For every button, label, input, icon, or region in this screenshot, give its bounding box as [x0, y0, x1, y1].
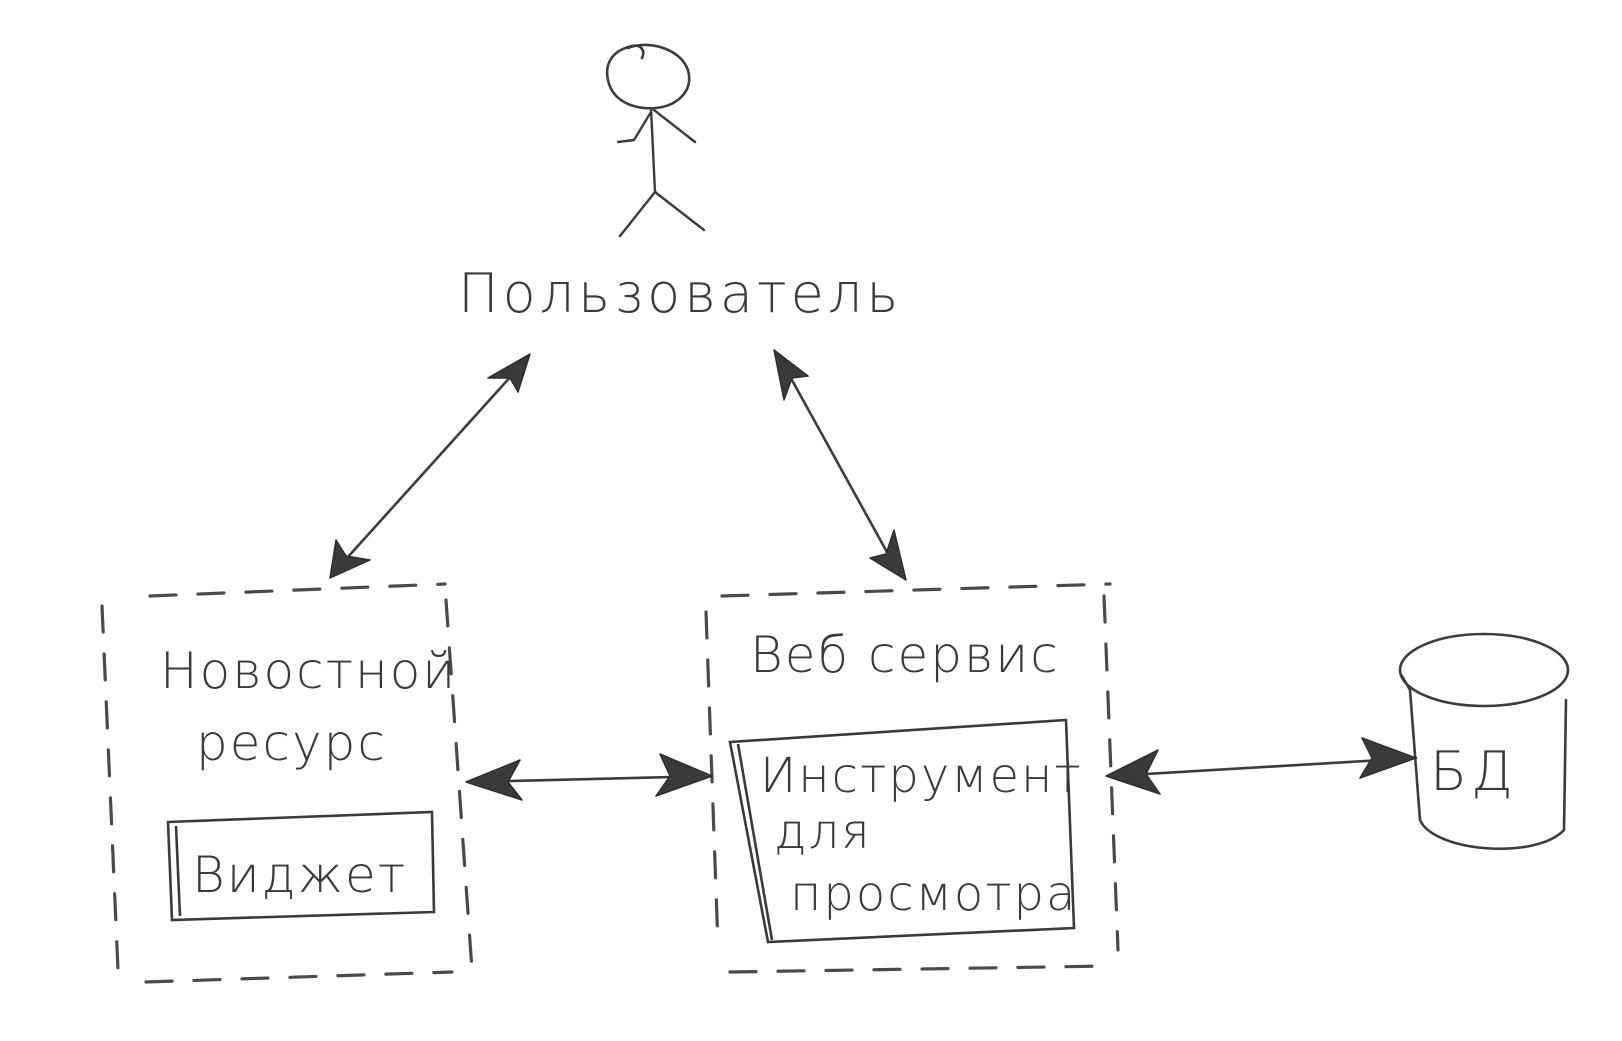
arrowhead-db-end: [1359, 737, 1417, 779]
arrowhead-webservice-end-3: [1105, 749, 1161, 795]
news-resource-border: [148, 582, 447, 598]
viewer-tool-label-line2: для: [774, 804, 872, 860]
news-resource-label-line2: ресурс: [196, 714, 387, 772]
news-resource-label-line1: Новостной: [160, 642, 457, 700]
widget-box: [166, 810, 436, 922]
web-service-node: Веб сервис Инструмент для просмотра: [704, 582, 1120, 974]
viewer-tool-label-line3: просмотра: [790, 866, 1077, 922]
connector-user-webservice: [773, 349, 907, 581]
user-label: Пользователь: [458, 262, 902, 325]
web-service-label: Веб сервис: [750, 626, 1060, 684]
arrowhead-news-end: [329, 539, 371, 579]
widget-label: Виджет: [192, 846, 407, 904]
connector-news-webservice: [465, 753, 714, 801]
arrowhead-user-end: [487, 353, 531, 393]
arrowhead-webservice-end-2: [655, 753, 713, 797]
database-node: БД: [1398, 632, 1570, 851]
web-service-border: [720, 582, 1112, 598]
viewer-tool-node: Инструмент для просмотра: [728, 718, 1083, 944]
arrowhead-news-end-2: [465, 759, 523, 801]
viewer-tool-label-line1: Инструмент: [760, 748, 1083, 804]
database-label: БД: [1430, 740, 1517, 803]
stick-figure-user-icon: [605, 43, 706, 238]
user-node: Пользователь: [458, 43, 902, 325]
arrowhead-user-end-2: [773, 349, 809, 401]
database-cylinder-icon: [1398, 632, 1570, 851]
arrowhead-webservice-end: [869, 529, 907, 581]
news-resource-node: Новостной ресурс Виджет: [100, 582, 474, 984]
widget-node: Виджет: [166, 810, 436, 922]
viewer-tool-box: [728, 718, 1076, 944]
connector-webservice-db: [1105, 737, 1418, 795]
connector-user-news: [329, 353, 531, 579]
